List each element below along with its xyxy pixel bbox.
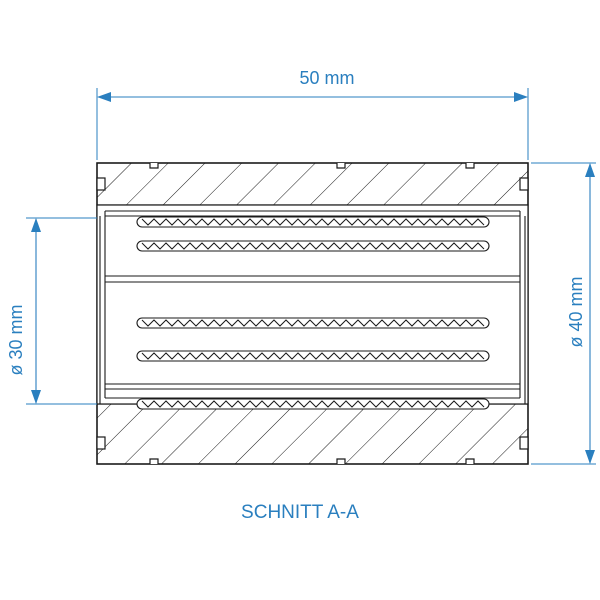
cage-lines bbox=[99, 210, 526, 404]
outer-diameter-label: ø 40 mm bbox=[566, 276, 586, 347]
width-label: 50 mm bbox=[299, 68, 354, 88]
bottom-wall-hatch bbox=[96, 403, 529, 465]
outer-diameter-dimension: ø 40 mm bbox=[531, 162, 596, 465]
ball-row bbox=[136, 216, 490, 228]
bottom-grooves bbox=[96, 436, 529, 464]
ball-row bbox=[136, 350, 490, 362]
bearing-section bbox=[96, 162, 529, 465]
ball-row bbox=[136, 317, 490, 329]
top-wall-hatch bbox=[96, 162, 529, 206]
width-dimension: 50 mm bbox=[96, 68, 529, 160]
ball-row bbox=[136, 398, 490, 410]
inner-diameter-label: ø 30 mm bbox=[6, 304, 26, 375]
ball-row bbox=[136, 240, 490, 252]
inner-diameter-dimension: ø 30 mm bbox=[6, 217, 97, 405]
top-grooves bbox=[96, 163, 529, 191]
section-caption: SCHNITT A-A bbox=[241, 502, 359, 523]
bore bbox=[96, 204, 529, 405]
ball-rows bbox=[136, 216, 490, 410]
